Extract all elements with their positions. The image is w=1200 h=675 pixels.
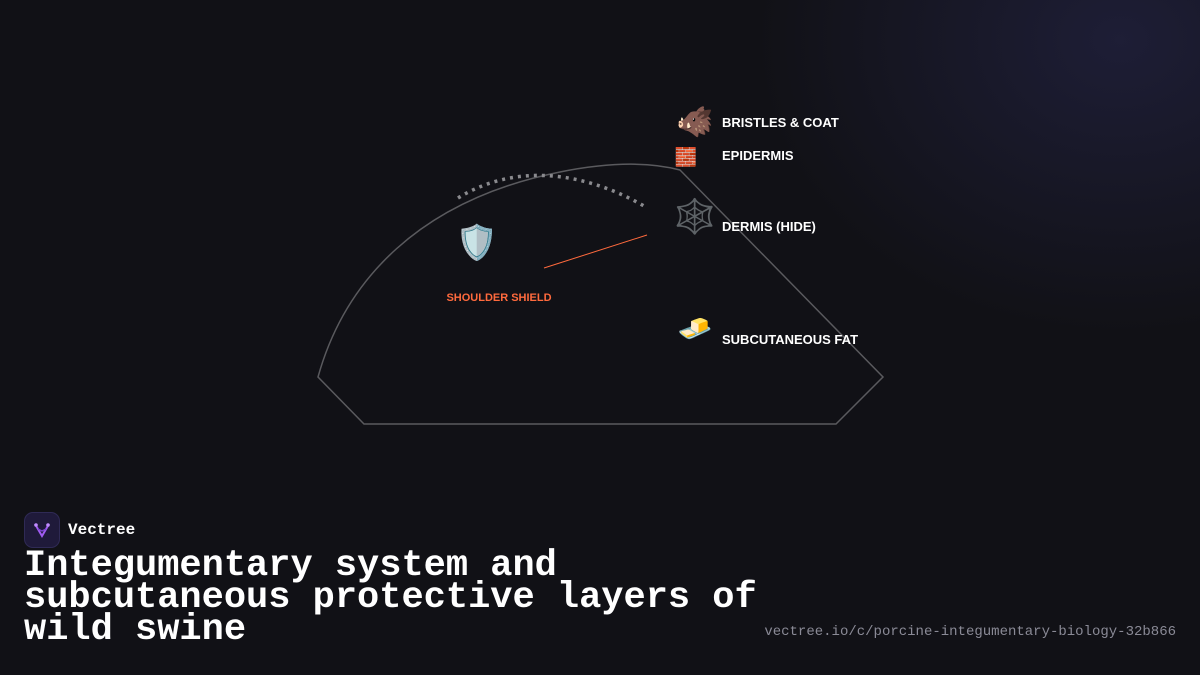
- label-bristles-coat: BRISTLES & COAT: [722, 115, 839, 130]
- bristle-ridge-line: [457, 173, 645, 208]
- shield-connector-line: [543, 234, 648, 269]
- vectree-logo-icon: [24, 512, 60, 548]
- brand: Vectree: [24, 512, 135, 548]
- butter-icon: 🧈: [678, 312, 713, 345]
- label-epidermis: EPIDERMIS: [722, 148, 794, 163]
- boar-icon: 🐗: [676, 104, 713, 140]
- label-dermis-hide: DERMIS (HIDE): [722, 219, 816, 234]
- page-title: Integumentary system and subcutaneous pr…: [24, 545, 757, 651]
- brick-icon: 🧱: [675, 146, 697, 168]
- shield-icon: 🛡️: [456, 223, 498, 263]
- shoulder-shield-label: SHOULDER SHIELD: [446, 292, 551, 304]
- label-subcutaneous-fat: SUBCUTANEOUS FAT: [722, 332, 858, 347]
- web-icon: 🕸️: [674, 197, 716, 237]
- brand-name: Vectree: [68, 521, 136, 539]
- source-url[interactable]: vectree.io/c/porcine-integumentary-biolo…: [764, 624, 1176, 640]
- body-outline: [317, 163, 885, 425]
